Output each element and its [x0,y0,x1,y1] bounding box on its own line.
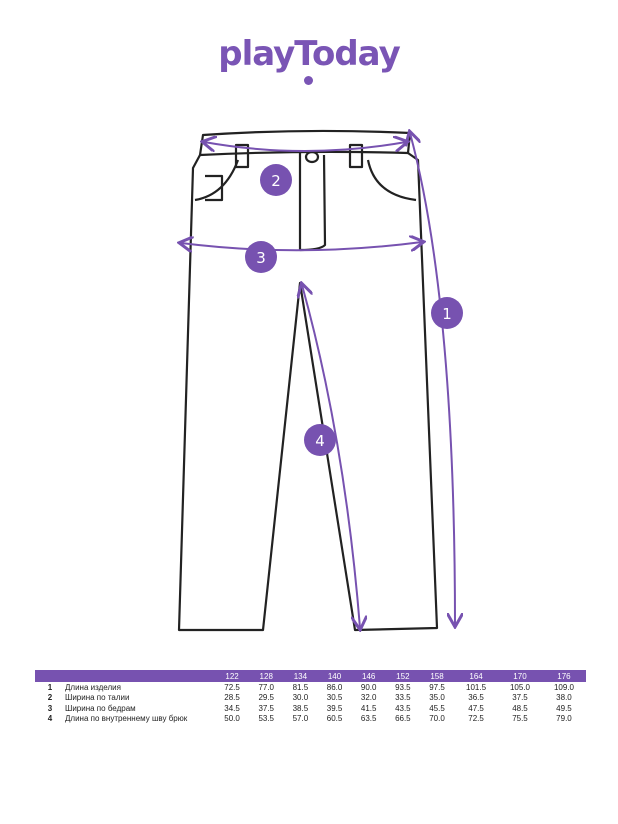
row-label: Ширина по бедрам [65,703,136,713]
measurement-cell: 48.5 [512,703,528,713]
size-header: 128 [249,670,284,682]
table-row: 1 Длина изделия 72.5 77.0 81.5 86.0 90.0 93.5 97… [35,682,586,693]
measurement-cell: 45.5 [429,703,445,713]
measurement-cell: 29.5 [258,693,275,703]
measurement-cell: 37.5 [258,703,275,713]
measurement-cell: 35.0 [429,693,445,703]
measurement-cell: 60.5 [326,714,343,724]
size-header: 122 [215,670,250,682]
table-row: 3 Ширина по бедрам 34.5 37.5 38.5 39.5 41.5 43.… [35,703,586,714]
measurement-cell: 38.5 [292,703,309,713]
measurement-cell: 39.5 [326,703,343,713]
arrow-2-waist [204,142,406,151]
size-header: 140 [317,670,352,682]
svg-text:1: 1 [442,305,452,323]
measurement-cell: 105.0 [509,682,530,692]
measurement-cell: 36.5 [468,693,484,703]
measurement-cell: 30.5 [326,693,343,703]
size-header: 176 [541,670,586,682]
svg-text:4: 4 [315,432,325,450]
measurement-cell: 79.0 [556,714,572,724]
brand-logo: playToday [218,34,401,74]
measurement-cell: 72.5 [224,682,240,692]
arrow-4-inseam [302,285,360,628]
measurement-cell: 49.5 [556,703,572,713]
measurement-cell: 70.0 [429,714,445,724]
row-label: Длина по внутреннему шву брюк [65,714,188,724]
svg-text:2: 2 [271,172,281,190]
marker-2: 2 [260,164,292,196]
measurement-cell: 81.5 [292,682,309,692]
arrow-3-hips [181,242,422,250]
measurement-cell: 34.5 [224,703,240,713]
row-label: Ширина по талии [65,693,130,703]
size-header: 134 [283,670,318,682]
row-number: 2 [47,693,53,703]
measurement-cell: 66.5 [395,714,411,724]
measurement-cell: 38.0 [556,693,572,703]
logo-dot [304,76,313,85]
measurement-cell: 97.5 [429,682,445,692]
measurement-cell: 93.5 [395,682,411,692]
measurement-cell: 33.5 [395,693,411,703]
measurement-cell: 37.5 [512,693,528,703]
size-header: 152 [385,670,420,682]
measurement-cell: 86.0 [326,682,343,692]
measurement-cell: 30.0 [292,693,309,703]
table-row: 4 Длина по внутреннему шву брюк 50.0 53.5 57… [35,714,586,725]
row-number: 1 [47,682,53,692]
measurement-cell: 50.0 [224,714,240,724]
svg-text:3: 3 [256,249,266,267]
row-number: 4 [47,714,53,724]
measurement-cell: 43.5 [395,703,411,713]
size-header: 170 [498,670,542,682]
arrow-1-length [410,133,455,625]
pants-outline [177,129,439,632]
size-header: 146 [351,670,386,682]
marker-4: 4 [304,424,336,456]
marker-1: 1 [431,297,463,329]
measurement-cell: 77.0 [258,682,275,692]
measurement-cell: 41.5 [360,703,377,713]
row-number: 3 [47,703,53,713]
measurement-cell: 109.0 [553,682,574,692]
measurement-cell: 32.0 [360,693,377,703]
measurement-cell: 72.5 [468,714,484,724]
row-label: Длина изделия [65,682,121,692]
measurement-cell: 63.5 [360,714,377,724]
size-header: 158 [419,670,455,682]
marker-3: 3 [245,241,277,273]
measurement-cell: 75.5 [512,714,528,724]
measurement-cell: 28.5 [224,693,240,703]
measure-arrows [181,133,455,628]
measurement-cell: 90.0 [360,682,377,692]
measurement-cell: 47.5 [468,703,484,713]
table-row: 2 Ширина по талии 28.5 29.5 30.0 30.5 32.0 33.5… [35,693,586,704]
pants-diagram: 1 2 3 4 [0,0,618,660]
measurement-cell: 57.0 [292,714,309,724]
measurement-cell: 101.5 [466,682,487,692]
size-header: 164 [454,670,499,682]
measurement-cell: 53.5 [258,714,275,724]
